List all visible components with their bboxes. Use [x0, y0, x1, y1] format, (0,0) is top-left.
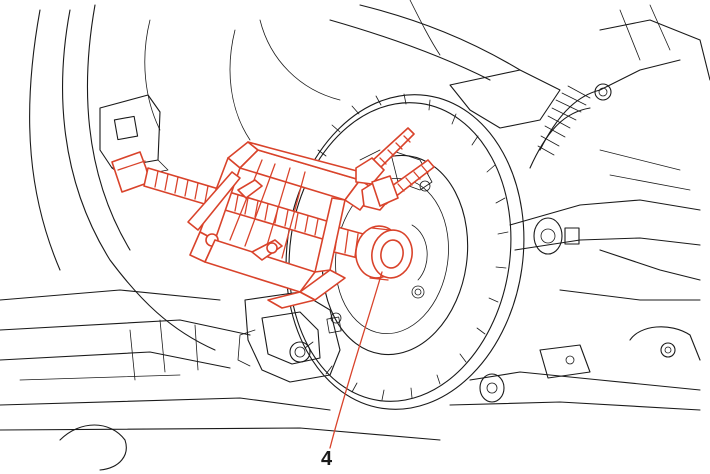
fender-lines: [0, 0, 521, 471]
callout-label: 4: [321, 448, 333, 470]
hub-hardware: [359, 149, 433, 281]
puller-tool: [111, 127, 435, 309]
suspension: [449, 4, 710, 169]
hub-adapter: [355, 225, 413, 281]
callout-leader-line: [329, 271, 383, 449]
puller-studs: [355, 127, 435, 211]
tie-rod: [449, 149, 701, 411]
puller-frame: [187, 141, 377, 309]
